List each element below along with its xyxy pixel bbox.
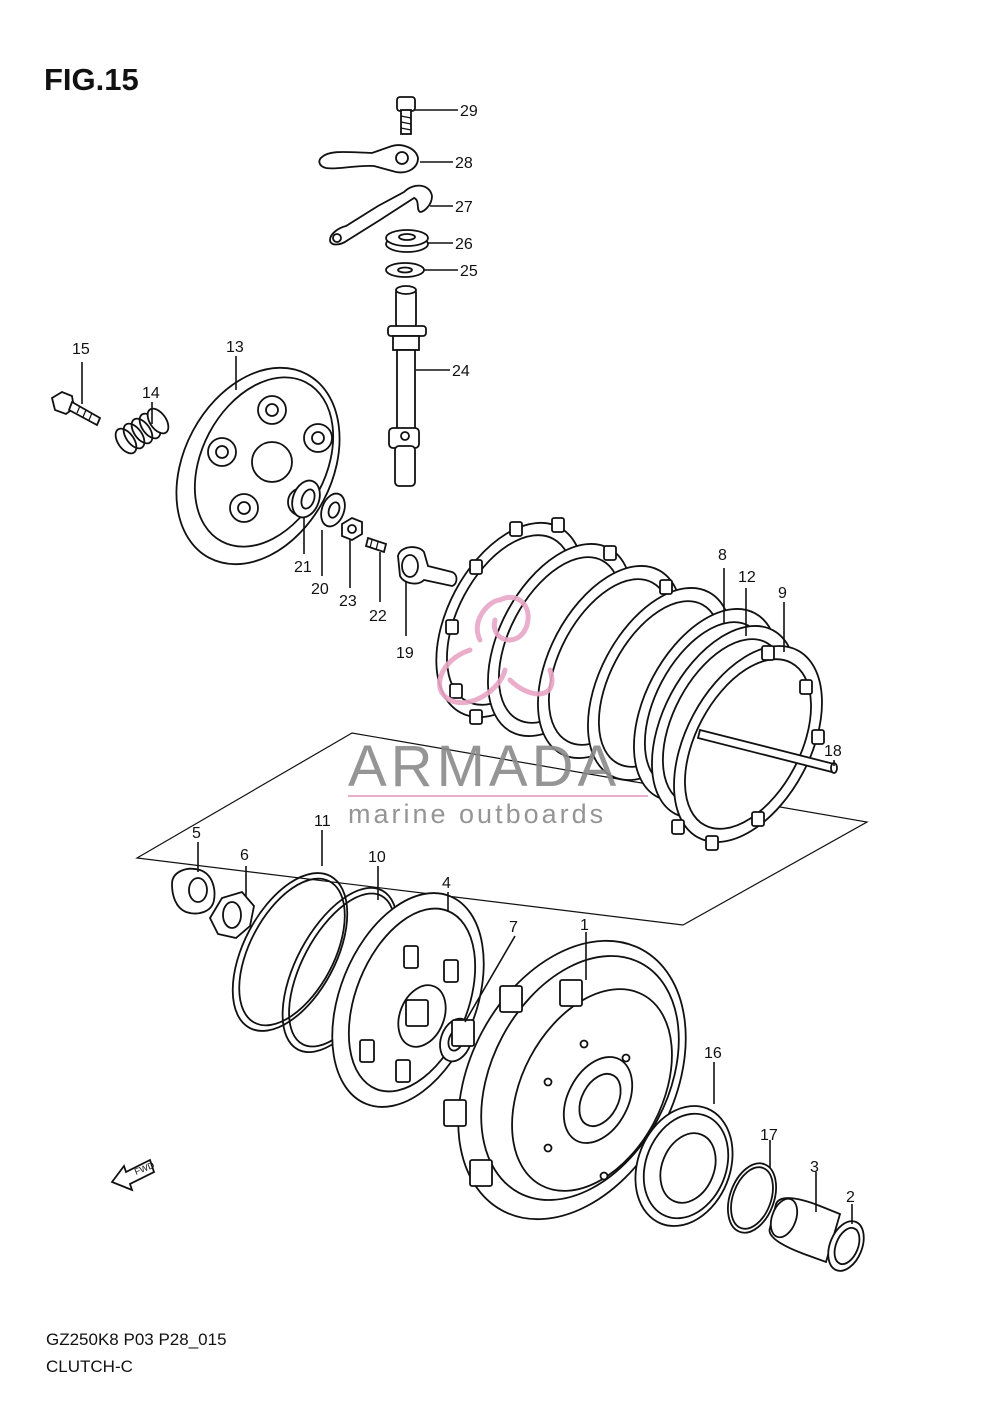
callout-1: 1: [580, 917, 589, 934]
model-code: GZ250K8 P03 P28_015: [46, 1330, 227, 1349]
part-22-pin: [364, 536, 388, 554]
part-15-bolt: [50, 390, 102, 427]
callout-18: 18: [824, 743, 842, 760]
watermark-logo-icon: [437, 594, 555, 706]
part-21-bearing: [291, 479, 321, 519]
group-frame: [135, 732, 869, 926]
part-1-housing: [443, 939, 687, 1221]
clutch-plate-stack: [435, 517, 838, 851]
part-16-gear: [634, 1105, 734, 1227]
watermark-tagline: marine outboards: [348, 799, 606, 829]
callout-26: 26: [455, 236, 473, 253]
part-26-seal: [385, 229, 429, 253]
callout-22: 22: [369, 608, 387, 625]
callout-23: 23: [339, 593, 357, 610]
callout-11: 11: [314, 813, 331, 830]
part-20-washer: [320, 492, 346, 528]
callout-12: 12: [738, 569, 756, 586]
callout-27: 27: [455, 199, 473, 216]
callout-2: 2: [846, 1189, 855, 1206]
section-name: CLUTCH-C: [46, 1357, 133, 1376]
part-5-nut: [171, 867, 216, 915]
callout-6: 6: [240, 847, 249, 864]
callout-8: 8: [718, 547, 727, 564]
part-17-o-ring: [727, 1162, 777, 1234]
callout-5: 5: [192, 825, 201, 842]
part-6-washer: [208, 890, 255, 939]
part-28-lever: [318, 144, 419, 174]
watermark-brand: ARMADA: [348, 734, 620, 799]
clutch-hub-group: [171, 867, 865, 1272]
callout-16: 16: [704, 1045, 722, 1062]
callout-3: 3: [810, 1159, 819, 1176]
callout-10: 10: [368, 849, 386, 866]
part-19-push-piece: [397, 546, 458, 587]
part-25-washer: [385, 262, 425, 278]
pressure-plate-group: [50, 366, 458, 587]
part-13-pressure-plate: [175, 366, 341, 566]
callout-29: 29: [460, 103, 478, 120]
part-18-push-rod: [696, 728, 838, 774]
callout-13: 13: [226, 339, 244, 356]
watermark: ARMADA marine outboards: [348, 594, 648, 829]
callout-9: 9: [778, 585, 787, 602]
callout-17: 17: [760, 1127, 778, 1144]
callout-4: 4: [442, 875, 451, 892]
callout-7: 7: [509, 919, 518, 936]
part-23-nut: [341, 516, 363, 542]
callouts: 29 28 27 26 25 24 15 14 13: [72, 103, 855, 1224]
part-14-spring: [114, 407, 170, 455]
part-27-arm: [329, 184, 433, 246]
callout-28: 28: [455, 155, 473, 172]
callout-21: 21: [294, 559, 312, 576]
callout-20: 20: [311, 581, 329, 598]
part-29-bolt: [396, 96, 416, 135]
fwd-arrow: FWD: [110, 1158, 156, 1192]
callout-25: 25: [460, 263, 478, 280]
part-11-ring: [231, 872, 349, 1032]
callout-15: 15: [72, 341, 90, 358]
figure-title: FIG.15: [44, 62, 139, 97]
callout-24: 24: [452, 363, 470, 380]
release-assembly: [318, 96, 433, 487]
plate-tabs: [445, 517, 673, 725]
part-3-spacer: [768, 1197, 842, 1264]
part-2-washer: [827, 1220, 865, 1272]
part-24-shaft: [387, 285, 427, 487]
callout-14: 14: [142, 385, 160, 402]
callout-19: 19: [396, 645, 414, 662]
